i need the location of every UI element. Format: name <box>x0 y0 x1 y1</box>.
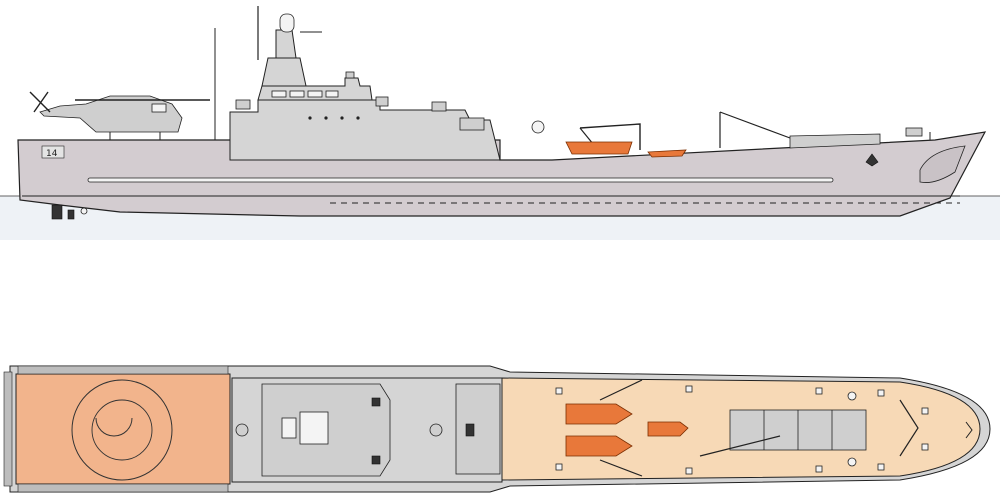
gun-mount-icon <box>429 423 443 437</box>
hull-number: 14 <box>46 149 58 159</box>
mast <box>275 29 297 59</box>
helideck-edge-net <box>17 365 229 375</box>
bridge <box>261 57 307 87</box>
helideck-h-marking <box>95 417 133 437</box>
helicopter-side <box>29 91 210 140</box>
rub-rail <box>87 177 834 183</box>
porthole <box>324 116 328 120</box>
helicopter-tail-rotor <box>33 91 49 113</box>
bollard-icon <box>877 463 885 471</box>
shaft-bracket <box>80 207 88 215</box>
helideck-edge-net <box>3 371 13 487</box>
gun-mount-icon <box>235 423 249 437</box>
boat-side <box>647 149 687 158</box>
davit-arm <box>599 379 643 401</box>
davit-arm <box>599 459 643 477</box>
gun-mount-icon <box>375 96 389 107</box>
crane-jib <box>699 435 781 457</box>
forward-deck-fittings <box>789 133 881 149</box>
helideck-circle-inner <box>91 399 153 461</box>
propeller <box>67 209 75 220</box>
bollard-icon <box>555 387 563 395</box>
deck-crane <box>579 123 641 150</box>
hangar <box>229 99 501 161</box>
satcom-dome <box>531 120 545 134</box>
rudder <box>51 204 63 220</box>
helideck <box>15 373 231 485</box>
porthole <box>308 116 312 120</box>
capstan <box>905 127 923 137</box>
boat-top <box>647 421 689 437</box>
bollard-icon <box>877 389 885 397</box>
boat-top <box>565 403 633 425</box>
helicopter-window <box>151 103 167 113</box>
porthole <box>356 116 360 120</box>
bollard-icon <box>685 385 693 393</box>
forward-gun-deck <box>455 383 501 475</box>
radar-platform <box>281 417 297 439</box>
antenna-box <box>345 71 355 79</box>
gun-mount-icon <box>235 99 251 110</box>
bollard-icon <box>555 463 563 471</box>
side-profile-view: 14 <box>0 6 1000 240</box>
windlass-icon <box>847 457 857 467</box>
helicopter-tail-rotor <box>29 91 51 113</box>
a-frame-davit <box>719 111 791 148</box>
bridge-window <box>307 90 323 98</box>
bridge-window <box>271 90 287 98</box>
bridge-window <box>289 90 305 98</box>
bow-flare <box>919 145 966 183</box>
funnel-top <box>299 411 329 445</box>
bollard-icon <box>685 467 693 475</box>
bollard-icon <box>815 465 823 473</box>
boat-top <box>565 435 633 457</box>
bollard-icon <box>921 443 929 451</box>
top-plan-view <box>3 365 991 493</box>
gun-mount-icon <box>431 101 447 112</box>
helideck-circle <box>71 379 173 481</box>
vent-icon <box>465 423 475 437</box>
bollard-icon <box>921 407 929 415</box>
anchor-chain <box>899 399 919 457</box>
radar-dome <box>279 13 295 33</box>
helideck-edge-net <box>17 483 229 493</box>
bollard-icon <box>815 387 823 395</box>
anchor-icon <box>865 153 879 167</box>
deck-box <box>371 455 381 465</box>
porthole <box>340 116 344 120</box>
bridge-window <box>325 90 339 98</box>
helicopter-fuselage <box>39 95 183 133</box>
gun-mount-icon <box>459 117 485 131</box>
hull-number-plate <box>41 145 65 159</box>
deck-box <box>371 397 381 407</box>
bow-marker <box>965 421 973 439</box>
windlass-icon <box>847 391 857 401</box>
boat-side <box>565 141 633 155</box>
